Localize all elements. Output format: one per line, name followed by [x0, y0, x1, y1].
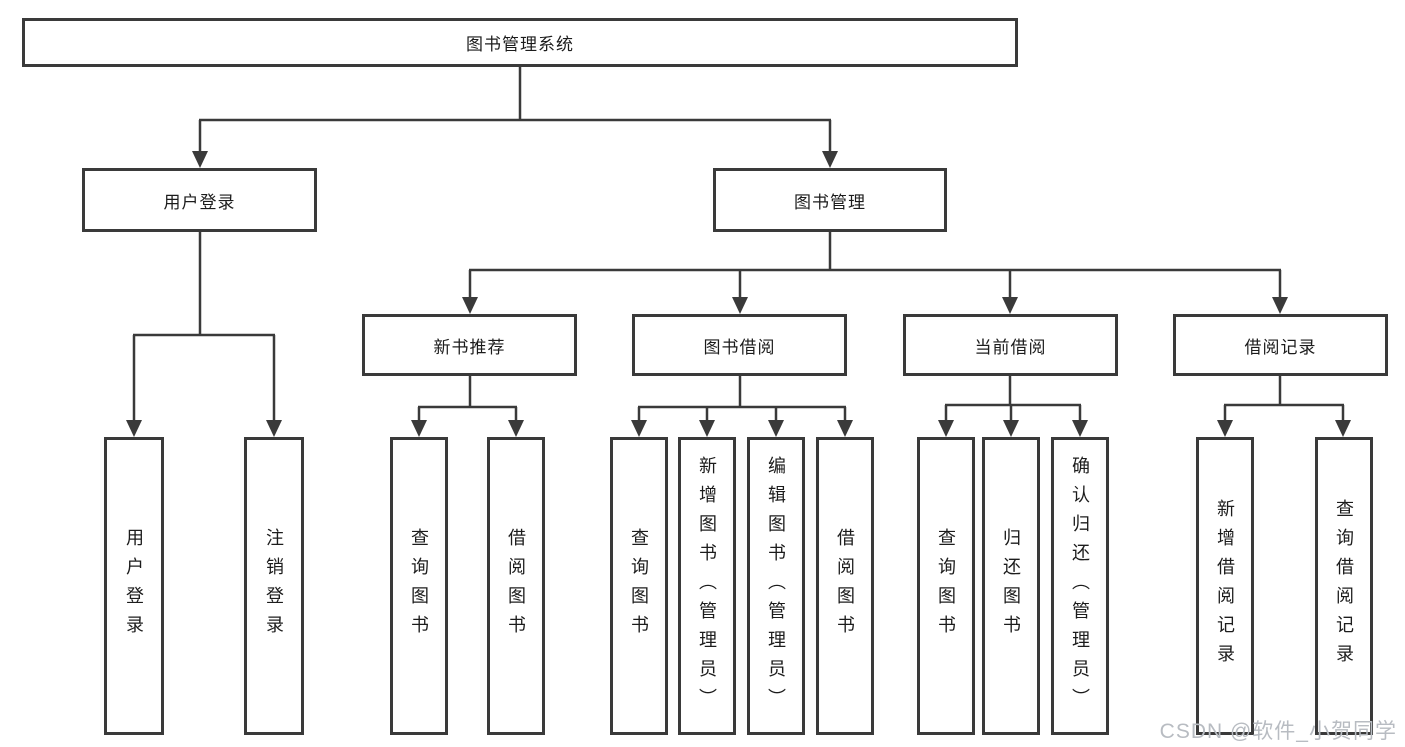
leaf-logout: 注销登录	[244, 437, 304, 735]
leaf-bb-borrow-books: 借阅图书	[816, 437, 874, 735]
node-library-management-system: 图书管理系统	[22, 18, 1018, 67]
node-user-login: 用户登录	[82, 168, 317, 232]
leaf-user-login-label: 用户登录	[124, 528, 144, 644]
leaf-br-add-record: 新增借阅记录	[1196, 437, 1254, 735]
leaf-nbr-borrow-books: 借阅图书	[487, 437, 545, 735]
leaf-user-login: 用户登录	[104, 437, 164, 735]
leaf-bb-query-books-label: 查询图书	[629, 528, 649, 644]
leaf-cb-confirm-return-admin-label: 确认归还（管理员）	[1070, 455, 1090, 717]
leaf-cb-confirm-return-admin: 确认归还（管理员）	[1051, 437, 1109, 735]
leaf-cb-query-books: 查询图书	[917, 437, 975, 735]
leaf-bb-edit-book-admin-label: 编辑图书（管理员）	[766, 455, 786, 717]
leaf-bb-borrow-books-label: 借阅图书	[835, 528, 855, 644]
leaf-nbr-query-books: 查询图书	[390, 437, 448, 735]
leaf-cb-query-books-label: 查询图书	[936, 528, 956, 644]
leaf-br-query-record: 查询借阅记录	[1315, 437, 1373, 735]
leaf-cb-return-books-label: 归还图书	[1001, 528, 1021, 644]
leaf-nbr-borrow-books-label: 借阅图书	[506, 528, 526, 644]
leaf-nbr-query-books-label: 查询图书	[409, 528, 429, 644]
node-current-borrow: 当前借阅	[903, 314, 1118, 376]
node-book-borrow: 图书借阅	[632, 314, 847, 376]
leaf-bb-query-books: 查询图书	[610, 437, 668, 735]
leaf-br-query-record-label: 查询借阅记录	[1334, 499, 1354, 673]
node-borrow-records: 借阅记录	[1173, 314, 1388, 376]
leaf-bb-add-book-admin-label: 新增图书（管理员）	[697, 455, 717, 717]
node-new-book-recommend: 新书推荐	[362, 314, 577, 376]
node-book-management: 图书管理	[713, 168, 947, 232]
leaf-br-add-record-label: 新增借阅记录	[1215, 499, 1235, 673]
leaf-cb-return-books: 归还图书	[982, 437, 1040, 735]
leaf-bb-edit-book-admin: 编辑图书（管理员）	[747, 437, 805, 735]
leaf-bb-add-book-admin: 新增图书（管理员）	[678, 437, 736, 735]
leaf-logout-label: 注销登录	[264, 528, 284, 644]
